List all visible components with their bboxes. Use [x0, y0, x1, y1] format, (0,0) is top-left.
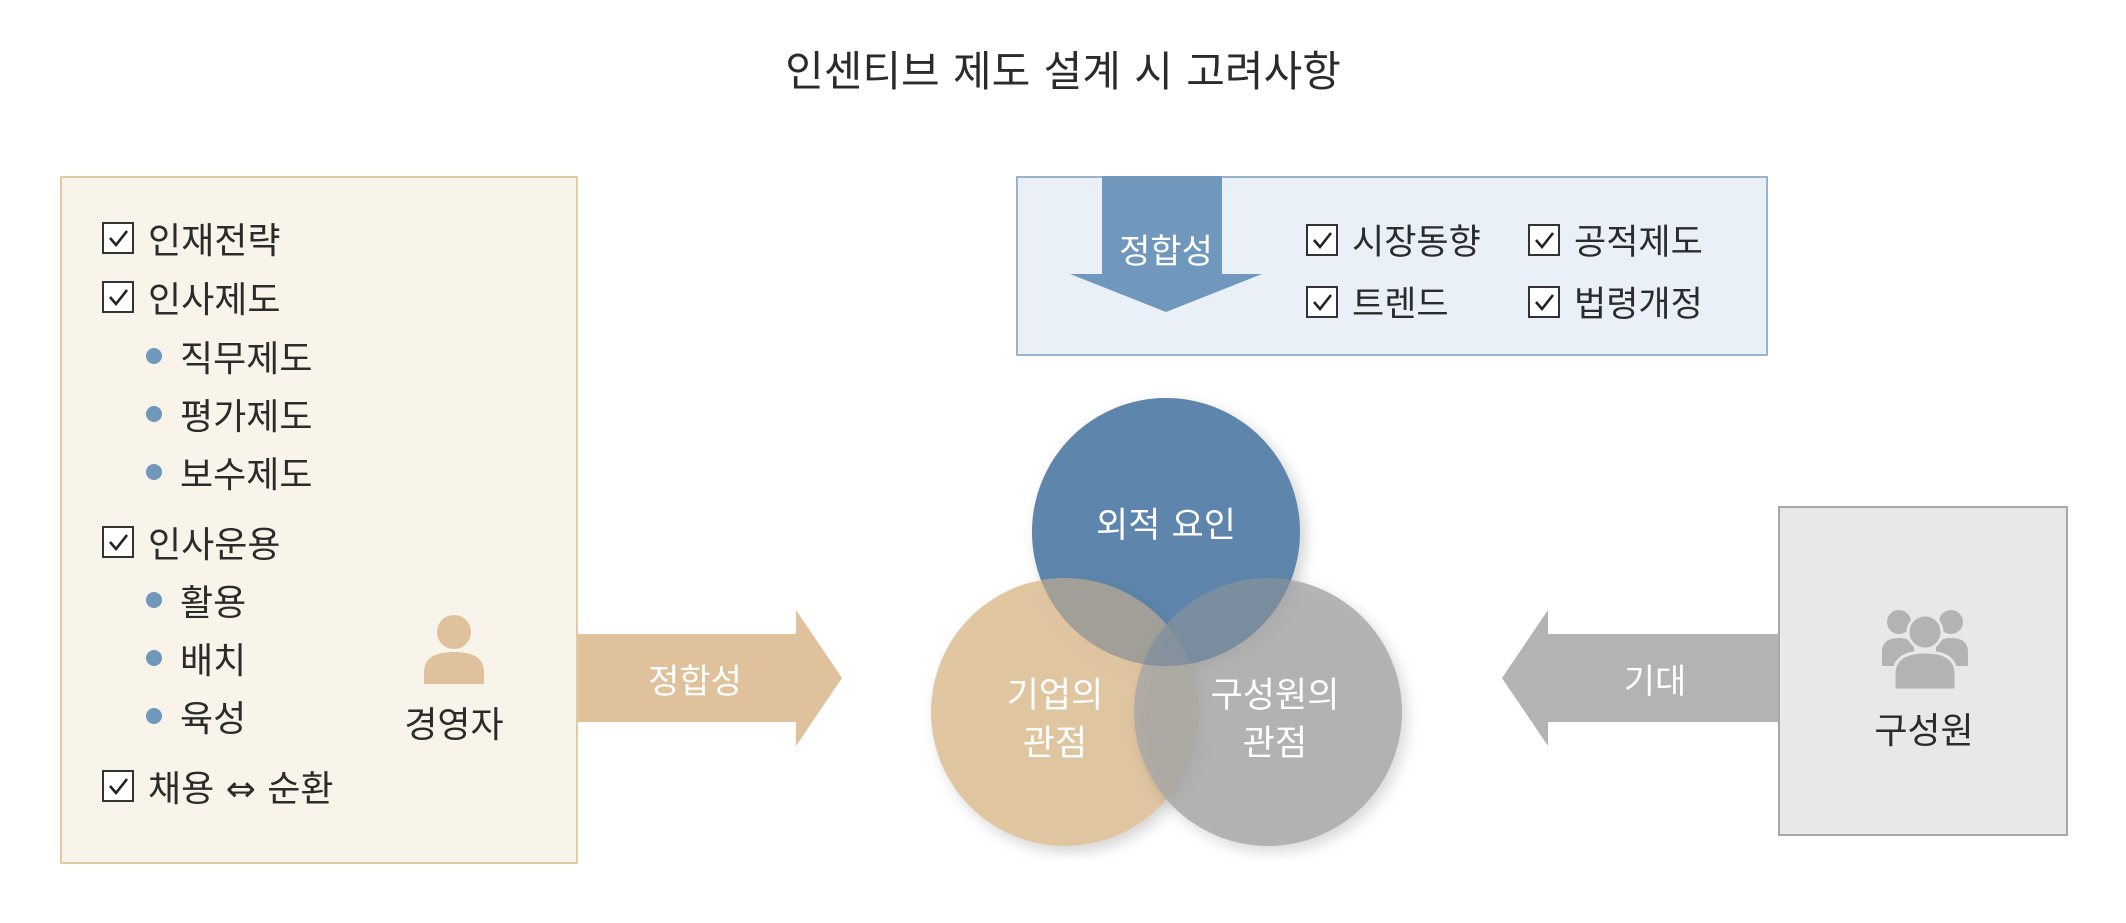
bullet-label: 보수제도 [180, 455, 313, 496]
external-factor-label: 시장동향 [1352, 223, 1481, 263]
bullet-item: 배치 [146, 632, 246, 684]
bullet-item: 육성 [146, 690, 246, 742]
bullet-label: 육성 [180, 699, 247, 740]
checklist-item: 인사운용 [102, 516, 280, 568]
bullet-dot-icon [146, 406, 162, 422]
checkbox-icon [102, 770, 134, 802]
alignment-arrow-right [578, 610, 842, 746]
venn-label-external: 외적 요인 [1096, 506, 1236, 546]
bullet-label: 배치 [180, 641, 247, 682]
venn-label-member-line2: 관점 [1242, 724, 1308, 764]
external-factor-item: 공적제도 [1528, 214, 1703, 265]
venn-circle-company [931, 578, 1199, 846]
external-factor-item: 법령개정 [1528, 276, 1703, 327]
checklist-label: 인사제도 [148, 280, 281, 321]
page-title: 인센티브 제도 설계 시 고려사항 [785, 47, 1341, 96]
checkbox-icon [102, 526, 134, 558]
bullet-label: 활용 [180, 583, 247, 624]
top-arrow-label: 정합성 [1119, 232, 1213, 272]
venn-label-company-line1: 기업의 [1006, 676, 1104, 716]
bullet-dot-icon [146, 348, 162, 364]
bullet-item: 보수제도 [146, 446, 312, 498]
bullet-dot-icon [146, 650, 162, 666]
bullet-dot-icon [146, 708, 162, 724]
venn-label-member-line1: 구성원의 [1210, 676, 1340, 716]
alignment-arrow-down [1070, 176, 1262, 312]
checklist-label: 인재전략 [148, 221, 281, 262]
manager-label: 경영자 [404, 705, 504, 746]
bullet-dot-icon [146, 592, 162, 608]
manager-person-icon [424, 615, 484, 684]
bullet-label: 직무제도 [180, 339, 313, 380]
external-factor-item: 트렌드 [1306, 276, 1449, 327]
venn-overlap-tint [1032, 398, 1300, 666]
bullet-item: 직무제도 [146, 330, 312, 382]
checkbox-icon [1306, 223, 1338, 256]
member-label: 구성원 [1874, 711, 1974, 752]
venn-diagram [931, 398, 1402, 846]
external-factor-label: 트렌드 [1352, 285, 1449, 325]
bullet-dot-icon [146, 464, 162, 480]
checkbox-icon [1528, 223, 1560, 256]
checklist-item: 인사제도 [102, 271, 280, 323]
checklist-item: 인재전략 [102, 212, 280, 264]
right-arrow-label: 기대 [1623, 662, 1687, 702]
external-factor-label: 법령개정 [1574, 285, 1703, 325]
external-factor-item: 시장동향 [1306, 214, 1481, 265]
checkbox-icon [1306, 285, 1338, 318]
venn-label-company-line2: 관점 [1022, 724, 1088, 764]
external-factor-label: 공적제도 [1574, 223, 1703, 263]
checkbox-icon [1528, 285, 1560, 318]
checklist-label: 채용 ⇔ 순환 [148, 769, 334, 810]
checklist-label: 인사운용 [148, 525, 281, 566]
checkbox-icon [102, 281, 134, 313]
bullet-item: 평가제도 [146, 388, 312, 440]
checklist-item: 채용 ⇔ 순환 [102, 760, 334, 812]
bullet-label: 평가제도 [180, 397, 313, 438]
venn-label-member: 구성원의 관점 [1190, 672, 1360, 768]
expectation-arrow-left [1502, 610, 1778, 746]
left-arrow-label: 정합성 [648, 662, 742, 702]
checkbox-icon [102, 222, 134, 254]
group-people-icon [1882, 610, 1968, 690]
manager-panel: 인재전략 인사제도 직무제도 평가제도 보수제도 인사운용 활용 배치 육성 채… [60, 176, 578, 864]
external-factors-box: 정합성 시장동향 공적제도 트렌드 법령개정 [1016, 176, 1768, 356]
venn-label-company: 기업의 관점 [980, 672, 1130, 768]
member-box: 구성원 [1778, 506, 2068, 836]
venn-circle-member [1134, 578, 1402, 846]
bullet-item: 활용 [146, 574, 246, 626]
